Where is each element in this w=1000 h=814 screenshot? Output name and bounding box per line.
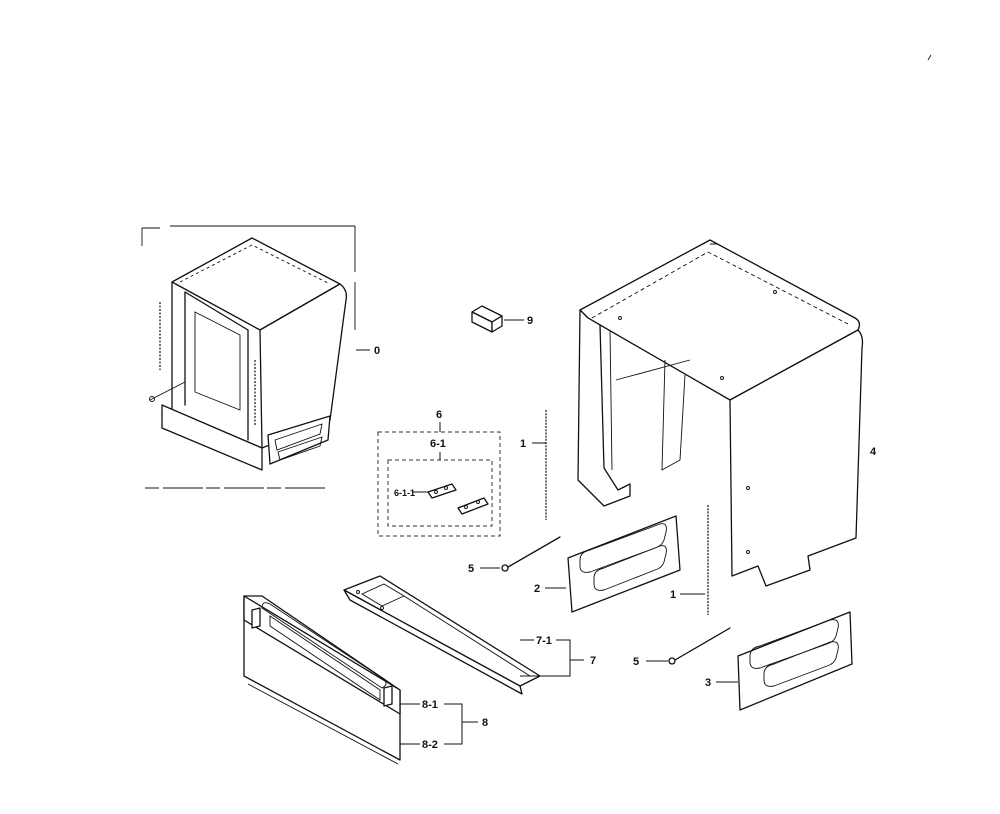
part-8-kick-panel xyxy=(243,595,401,765)
part-5-cables xyxy=(501,536,731,665)
part-9-block xyxy=(471,305,503,333)
callout-3: 3 xyxy=(705,677,711,689)
part-3-side-panel xyxy=(737,611,853,711)
assembled-tub-outline xyxy=(149,237,348,471)
callout-5b: 5 xyxy=(633,656,639,668)
callout-7-1: 7-1 xyxy=(536,635,552,647)
callout-7: 7 xyxy=(590,655,596,667)
callout-6-1-1: 6-1-1 xyxy=(394,488,415,498)
stray-mark xyxy=(927,54,932,61)
part-4-outer-cabinet xyxy=(577,239,864,587)
callout-9: 9 xyxy=(527,315,533,327)
part-1-springs xyxy=(545,410,709,615)
callout-2: 2 xyxy=(534,583,540,595)
callout-1b: 1 xyxy=(670,589,676,601)
callout-1a: 1 xyxy=(520,438,526,450)
assembly-frame xyxy=(141,225,356,489)
part-2-side-panel xyxy=(567,515,681,613)
callout-8: 8 xyxy=(482,717,488,729)
callout-8-1: 8-1 xyxy=(422,699,438,711)
callout-0: 0 xyxy=(374,345,380,357)
callout-4: 4 xyxy=(870,446,877,458)
part-6-kit-box xyxy=(377,422,501,537)
callout-8-2: 8-2 xyxy=(422,739,438,751)
callout-6-1: 6-1 xyxy=(430,438,446,450)
callout-6: 6 xyxy=(436,409,442,421)
callout-5a: 5 xyxy=(468,563,474,575)
leader-lines xyxy=(356,243,738,745)
